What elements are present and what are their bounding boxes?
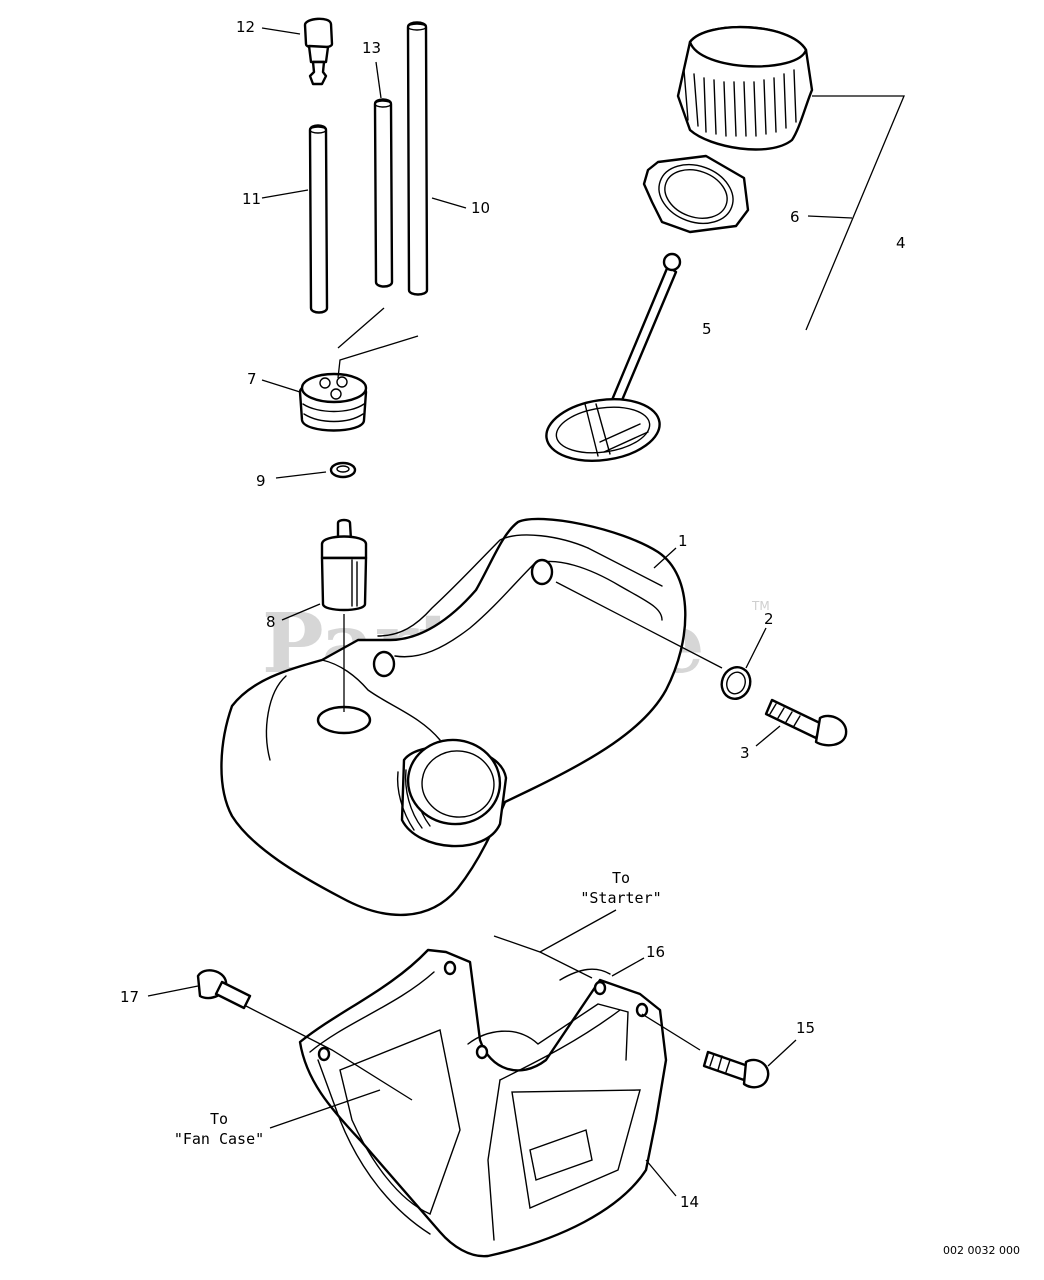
callout-11: 11 <box>242 190 261 208</box>
leader-lines <box>147 27 905 1197</box>
part-2-gasket <box>720 666 752 700</box>
part-3-bolt <box>764 698 848 747</box>
part-7-grommet <box>298 372 368 432</box>
part-11-fuel-line <box>308 124 329 314</box>
part-9-ring <box>329 461 357 479</box>
part-6-fuel-cap <box>676 25 814 151</box>
callout-13: 13 <box>362 39 381 57</box>
callout-3: 3 <box>740 744 750 762</box>
callout-4: 4 <box>896 234 906 252</box>
callout-6: 6 <box>790 208 800 226</box>
note-fan-case-line2: "Fan Case" <box>174 1130 264 1148</box>
part-1-fuel-tank <box>220 517 687 916</box>
diagram-reference: 002 0032 000 <box>943 1244 1020 1257</box>
callout-12: 12 <box>236 18 255 36</box>
part-17-bolt <box>196 969 252 1010</box>
callout-9: 9 <box>256 472 266 490</box>
part-14-bracket <box>298 948 668 1258</box>
callout-5: 5 <box>702 320 712 338</box>
callout-1: 1 <box>678 532 688 550</box>
part-10-fuel-line <box>406 21 429 296</box>
callout-7: 7 <box>247 370 257 388</box>
callout-16: 16 <box>646 943 665 961</box>
callout-14: 14 <box>680 1193 699 1211</box>
callout-10: 10 <box>471 199 490 217</box>
note-to-fan-case: To "Fan Case" <box>174 1110 264 1148</box>
callout-8: 8 <box>266 613 276 631</box>
part-15-bolt <box>702 1050 770 1089</box>
note-fan-case-line1: To <box>210 1110 228 1128</box>
callouts: 12 13 11 10 7 9 8 1 2 3 4 5 6 16 17 15 1… <box>120 18 906 1211</box>
callout-15: 15 <box>796 1019 815 1037</box>
part-8-fuel-filter <box>320 518 368 612</box>
part-5-strainer <box>545 252 682 462</box>
watermark-trademark: TM <box>751 599 770 613</box>
note-starter-line2: "Starter" <box>580 889 661 907</box>
note-to-starter: To "Starter" <box>580 869 661 907</box>
callout-17: 17 <box>120 988 139 1006</box>
part-16-plate <box>559 968 611 981</box>
note-starter-line1: To <box>612 869 630 887</box>
part-4-retainer-ring <box>642 154 750 234</box>
part-12-fitting <box>303 17 334 86</box>
callout-2: 2 <box>764 610 774 628</box>
part-13-fuel-line <box>373 98 394 288</box>
